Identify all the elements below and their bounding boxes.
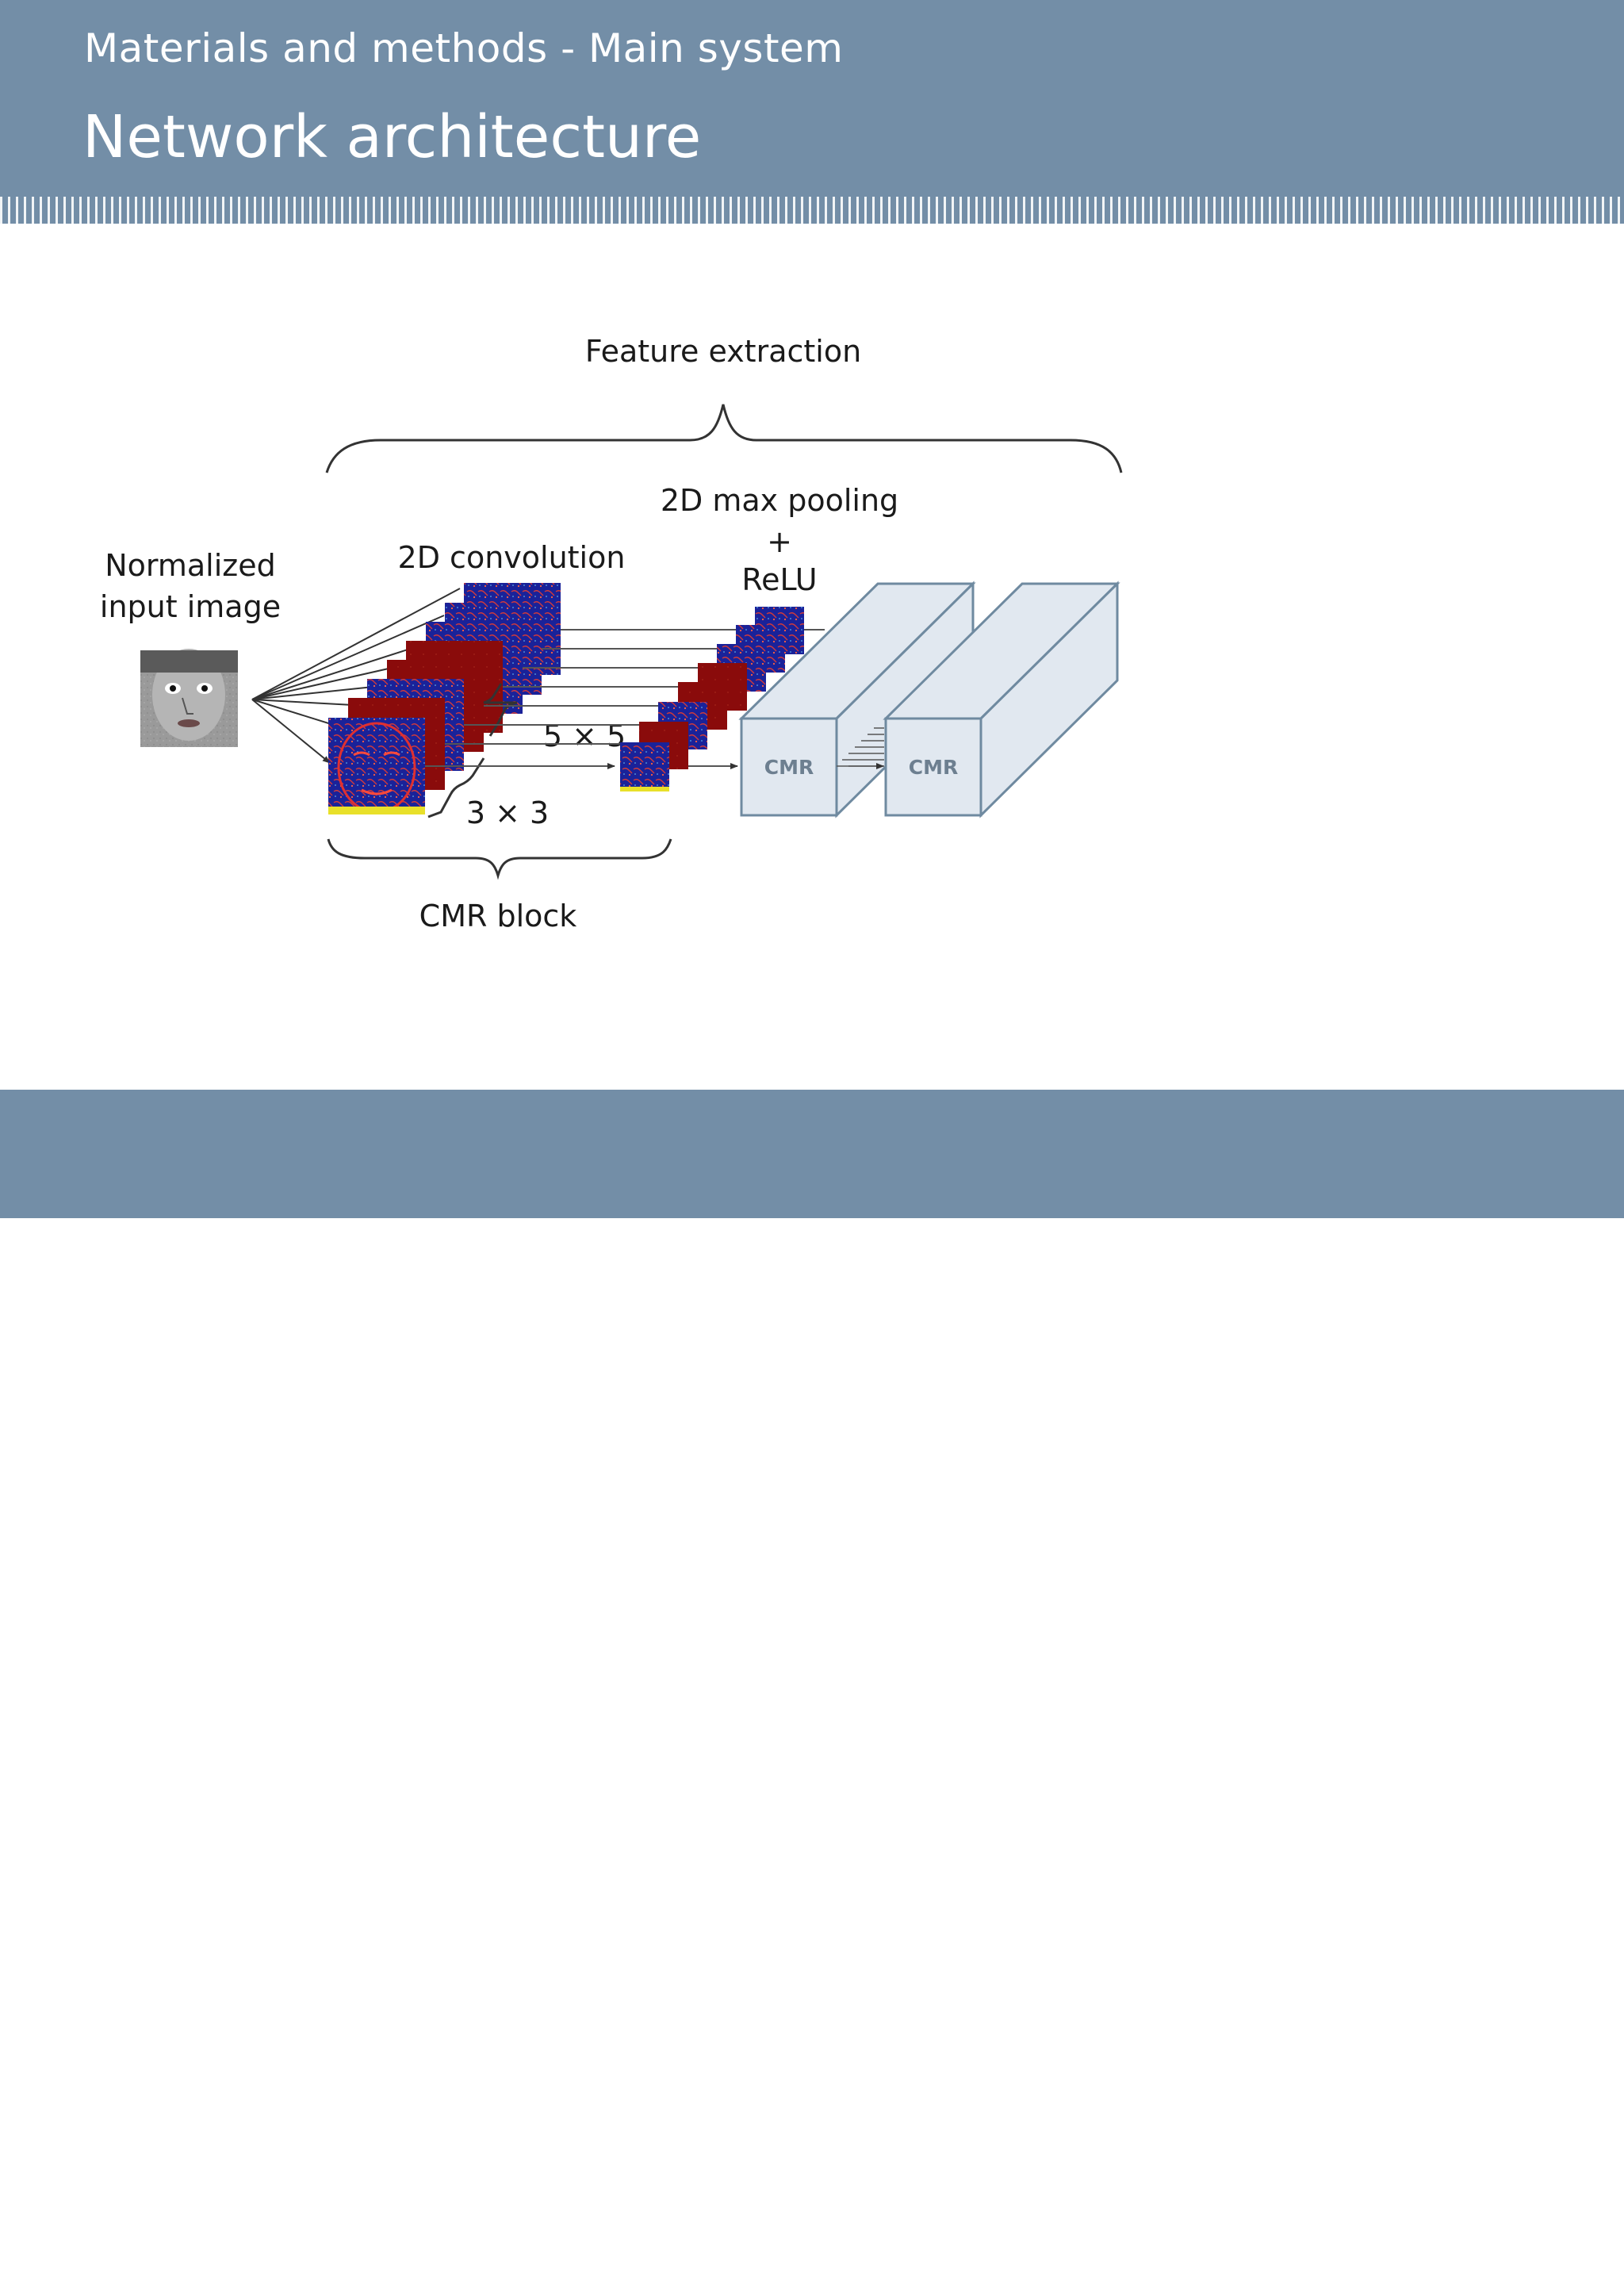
kernel-3x3-brace: [427, 757, 485, 818]
section-title: Materials and methods - Main system: [84, 25, 844, 71]
footer-bar: Fabio Paini POLITECNICO MILANO 1863: [0, 1090, 1624, 2269]
slide-title: Network architecture: [82, 103, 702, 171]
cmr-block-brace: [327, 838, 672, 880]
kernel-5x5-brace: [483, 683, 518, 737]
conv-feature-maps: [328, 583, 561, 814]
cmr-label-1: CMR: [764, 756, 814, 779]
cmr-block-box-1: CMR: [738, 581, 976, 818]
header-bar: Materials and methods - Main system Netw…: [0, 0, 1624, 224]
feature-extraction-label: Feature extraction: [585, 334, 861, 369]
pool-label-line1: 2D max pooling: [661, 483, 898, 518]
cmr-to-cmr-connections: [837, 727, 884, 769]
pooled-feature-maps: [620, 607, 804, 791]
input-label-line2: input image: [100, 589, 281, 624]
kernel-5x5-label: 5 × 5: [543, 719, 626, 753]
front-conv-face-map: [328, 718, 425, 814]
network-architecture-diagram: Feature extraction Normalized input imag…: [100, 334, 1123, 933]
logo-rest-text: MILANO 1863: [1281, 2219, 1583, 2269]
university-logo: POLITECNICO MILANO 1863: [938, 2219, 1583, 2269]
feature-extraction-brace: [325, 404, 1123, 473]
header-ruler-decoration: [0, 197, 1624, 224]
author-name: Fabio Paini: [90, 2206, 318, 2256]
kernel-3x3-label: 3 × 3: [466, 795, 549, 830]
cmr-label-2: CMR: [909, 756, 958, 779]
cmr-block-label: CMR block: [419, 899, 577, 933]
logo-bold-text: POLITECNICO: [938, 2219, 1268, 2269]
input-label-line1: Normalized: [105, 548, 276, 583]
conv-label: 2D convolution: [398, 540, 626, 575]
pool-plus-sign: +: [767, 524, 792, 559]
pool-label-line2: ReLU: [741, 562, 817, 597]
input-face-image: [140, 649, 238, 747]
cmr-block-box-2: CMR: [883, 581, 1120, 818]
